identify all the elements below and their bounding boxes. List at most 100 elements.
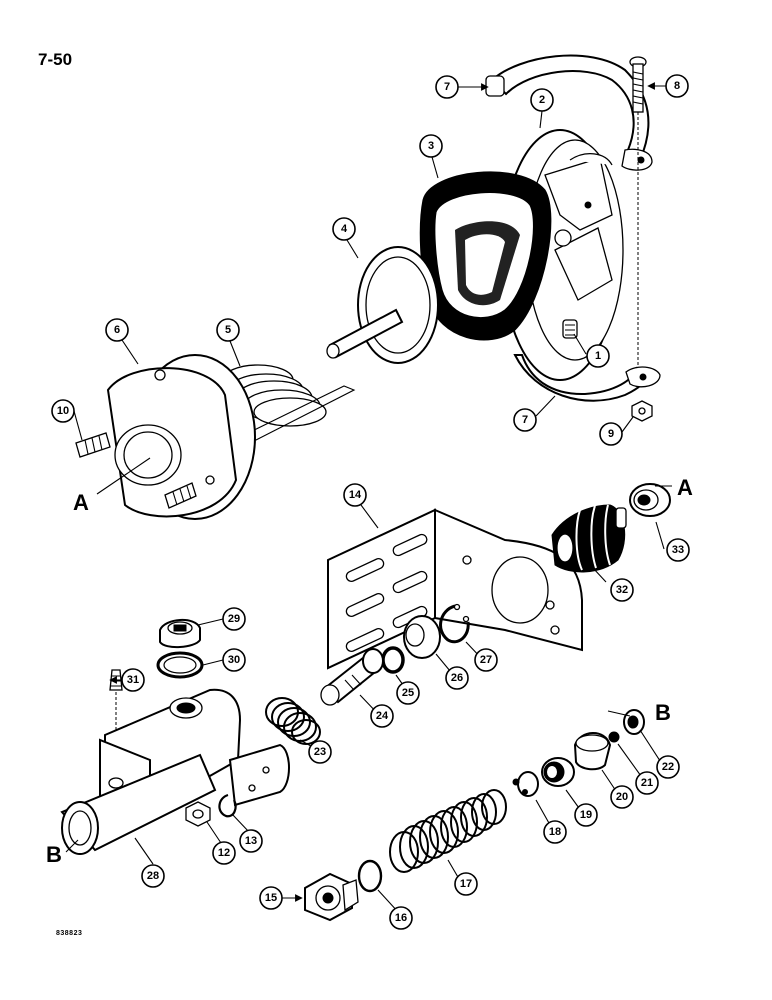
- boot-fitting: [629, 483, 671, 517]
- callout-33: 33: [666, 538, 690, 562]
- svg-text:15: 15: [265, 892, 277, 904]
- svg-text:8: 8: [674, 80, 680, 92]
- nut: [631, 400, 653, 422]
- figure-code: 838823: [56, 930, 83, 937]
- callout-27: 27: [474, 648, 498, 672]
- piston-spring: [265, 697, 321, 745]
- callout-15: 15: [259, 886, 283, 910]
- callout-29: 29: [222, 607, 246, 631]
- end-plug: [304, 872, 359, 922]
- check-valve-cup: [573, 732, 612, 771]
- clamp-band-lower: [513, 354, 661, 402]
- o-ring: [381, 646, 405, 674]
- svg-text:20: 20: [616, 791, 628, 803]
- svg-text:22: 22: [662, 761, 674, 773]
- callout-1: 1: [586, 344, 610, 368]
- spring-clip: [218, 793, 237, 818]
- rubber-boot: [551, 504, 627, 573]
- callout-18: 18: [543, 820, 567, 844]
- callout-25: 25: [396, 681, 420, 705]
- callout-10: 10: [51, 399, 75, 423]
- fitting-nut: [185, 801, 211, 827]
- callout-17: 17: [454, 872, 478, 896]
- svg-text:30: 30: [228, 654, 240, 666]
- svg-text:19: 19: [580, 809, 592, 821]
- callout-24: 24: [370, 704, 394, 728]
- callout-16: 16: [389, 906, 413, 930]
- svg-text:7: 7: [522, 414, 528, 426]
- ref-letter-a-housing: A: [73, 490, 89, 515]
- svg-text:25: 25: [402, 687, 414, 699]
- piston-seal: [403, 615, 441, 659]
- washer: [156, 651, 204, 679]
- master-cylinder-body: [60, 688, 290, 855]
- svg-text:12: 12: [218, 847, 230, 859]
- svg-text:10: 10: [57, 405, 69, 417]
- callout-8: 8: [665, 74, 689, 98]
- clamp-band-upper: [485, 54, 653, 171]
- diaphragm: [419, 171, 552, 341]
- svg-text:6: 6: [114, 324, 120, 336]
- callout-6: 6: [105, 318, 129, 342]
- svg-text:13: 13: [245, 835, 257, 847]
- spring-seat: [512, 771, 539, 797]
- callout-7-upper: 7: [435, 75, 459, 99]
- spring: [222, 364, 356, 441]
- svg-text:5: 5: [225, 324, 231, 336]
- housing-half: [501, 129, 624, 381]
- svg-text:16: 16: [395, 912, 407, 924]
- svg-text:33: 33: [672, 544, 684, 556]
- svg-text:21: 21: [641, 777, 653, 789]
- retaining-ring: [439, 603, 470, 644]
- svg-text:17: 17: [460, 878, 472, 890]
- svg-text:26: 26: [451, 672, 463, 684]
- callout-12: 12: [212, 841, 236, 865]
- return-spring: [389, 789, 507, 873]
- svg-text:2: 2: [539, 94, 545, 106]
- svg-text:29: 29: [228, 613, 240, 625]
- svg-text:23: 23: [314, 746, 326, 758]
- piston: [320, 648, 384, 706]
- svg-text:9: 9: [608, 428, 614, 440]
- front-housing: [106, 354, 256, 520]
- callout-9: 9: [599, 422, 623, 446]
- callout-23: 23: [308, 740, 332, 764]
- callout-26: 26: [445, 666, 469, 690]
- callout-22: 22: [656, 755, 680, 779]
- callout-14: 14: [343, 483, 367, 507]
- callout-30: 30: [222, 648, 246, 672]
- callout-31: 31: [121, 668, 145, 692]
- ref-letter-a-fitting: A: [677, 475, 693, 500]
- svg-text:1: 1: [595, 350, 601, 362]
- outlet-fitting: [623, 709, 645, 735]
- svg-text:18: 18: [549, 826, 561, 838]
- callout-3: 3: [419, 134, 443, 158]
- svg-text:3: 3: [428, 140, 434, 152]
- svg-text:32: 32: [616, 584, 628, 596]
- end-plug-o-ring: [357, 859, 383, 893]
- svg-text:28: 28: [147, 870, 159, 882]
- callout-7-lower: 7: [513, 408, 537, 432]
- svg-text:24: 24: [376, 710, 389, 722]
- callout-4: 4: [332, 217, 356, 241]
- page-number: 7-50: [38, 50, 73, 69]
- callout-19: 19: [574, 803, 598, 827]
- svg-text:14: 14: [349, 489, 362, 501]
- cup-seal: [541, 757, 575, 787]
- callout-28: 28: [141, 864, 165, 888]
- callout-13: 13: [239, 829, 263, 853]
- svg-text:31: 31: [127, 674, 139, 686]
- reservoir-plug: [159, 619, 201, 648]
- check-ball: [608, 731, 620, 743]
- callout-5: 5: [216, 318, 240, 342]
- svg-text:4: 4: [341, 223, 348, 235]
- callout-21: 21: [635, 771, 659, 795]
- svg-text:7: 7: [444, 81, 450, 93]
- callout-2: 2: [530, 88, 554, 112]
- plug: [562, 319, 578, 339]
- studs: [75, 432, 197, 509]
- ref-letter-b-outlet: B: [655, 700, 671, 725]
- callout-20: 20: [610, 785, 634, 809]
- bolt: [629, 56, 647, 370]
